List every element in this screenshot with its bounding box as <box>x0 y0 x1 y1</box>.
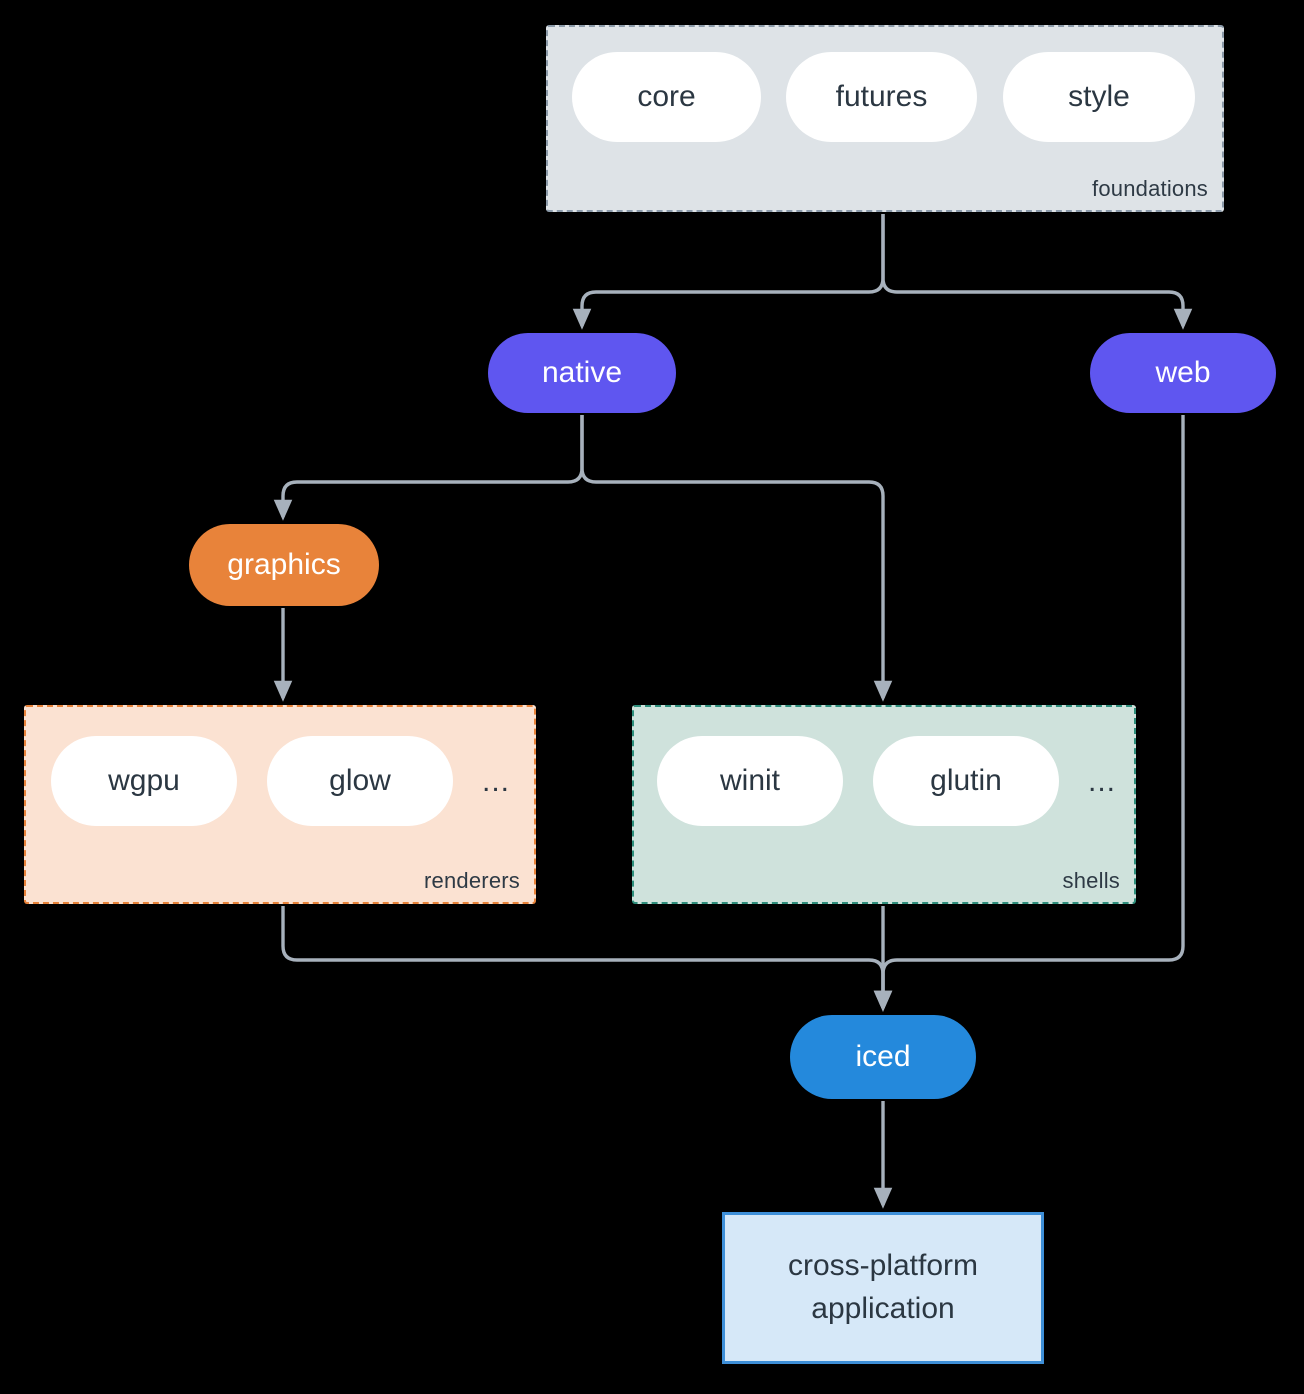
node-core[interactable]: core <box>572 52 761 142</box>
edge-renderers-iced <box>281 906 893 1012</box>
cluster-shells-label: shells <box>1062 868 1120 893</box>
edge-foundations-web <box>881 214 1193 330</box>
node-native[interactable]: native <box>488 333 676 413</box>
node-glutin[interactable]: glutin <box>873 736 1059 826</box>
application-line-1: cross-platform <box>787 1249 979 1283</box>
node-wgpu[interactable]: wgpu <box>51 736 237 826</box>
node-cross-platform-application[interactable]: cross-platform application <box>722 1212 1044 1364</box>
node-graphics[interactable]: graphics <box>189 524 379 606</box>
edge-native-graphics <box>273 415 584 521</box>
edge-foundations-native <box>572 214 885 330</box>
application-line-2: application <box>811 1292 955 1325</box>
node-style[interactable]: style <box>1003 52 1195 142</box>
shells-ellipsis: ... <box>1087 765 1116 798</box>
cluster-foundations-label: foundations <box>1092 176 1208 201</box>
node-glow[interactable]: glow <box>267 736 453 826</box>
node-web[interactable]: web <box>1090 333 1276 413</box>
renderers-ellipsis: ... <box>481 765 510 798</box>
edge-native-shells <box>580 415 893 702</box>
node-winit[interactable]: winit <box>657 736 843 826</box>
node-iced[interactable]: iced <box>790 1015 976 1099</box>
cluster-renderers-label: renderers <box>424 868 520 893</box>
node-futures[interactable]: futures <box>786 52 977 142</box>
